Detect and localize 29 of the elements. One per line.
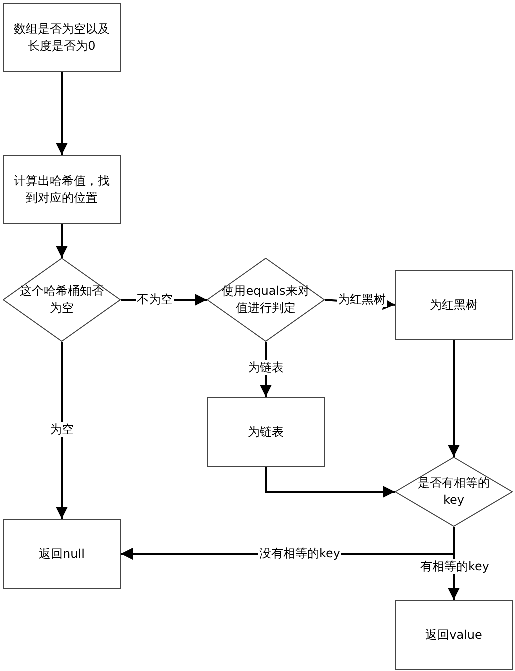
edge-label: 不为空: [136, 292, 174, 308]
process-box: [3, 3, 121, 72]
process-box: [207, 397, 325, 467]
edge-label: 为空: [49, 422, 75, 438]
node-text: 为链表: [247, 424, 285, 440]
decision-diamond: [395, 457, 513, 527]
arrow: [448, 340, 460, 457]
edge-label: 为红黑树: [337, 292, 387, 308]
node-text: 使用equals来对值进行判定: [221, 283, 311, 317]
arrow: [56, 342, 68, 519]
decision-diamond: [3, 258, 121, 342]
node-text: 数组是否为空以及长度是否为0: [13, 20, 111, 54]
arrow: [265, 467, 395, 498]
edge-label: 为链表: [247, 360, 285, 376]
node-text: 是否有相等的key: [417, 475, 491, 509]
arrow: [56, 224, 68, 258]
process-box: [3, 155, 121, 224]
edge-label: 有相等的key: [420, 560, 490, 574]
node-text: 计算出哈希值，找到对应的位置: [13, 172, 111, 206]
node-text: 返回null: [38, 546, 86, 562]
node-text: 返回value: [424, 626, 484, 644]
edge-label: 没有相等的key: [258, 546, 342, 562]
process-box: [3, 519, 121, 589]
arrow: [56, 72, 68, 155]
node-text: 为红黑树: [429, 296, 479, 314]
decision-diamond: [207, 258, 325, 342]
node-text: 这个哈希桶知否为空: [19, 283, 105, 317]
process-box: [395, 270, 513, 340]
process-box: [395, 600, 513, 670]
